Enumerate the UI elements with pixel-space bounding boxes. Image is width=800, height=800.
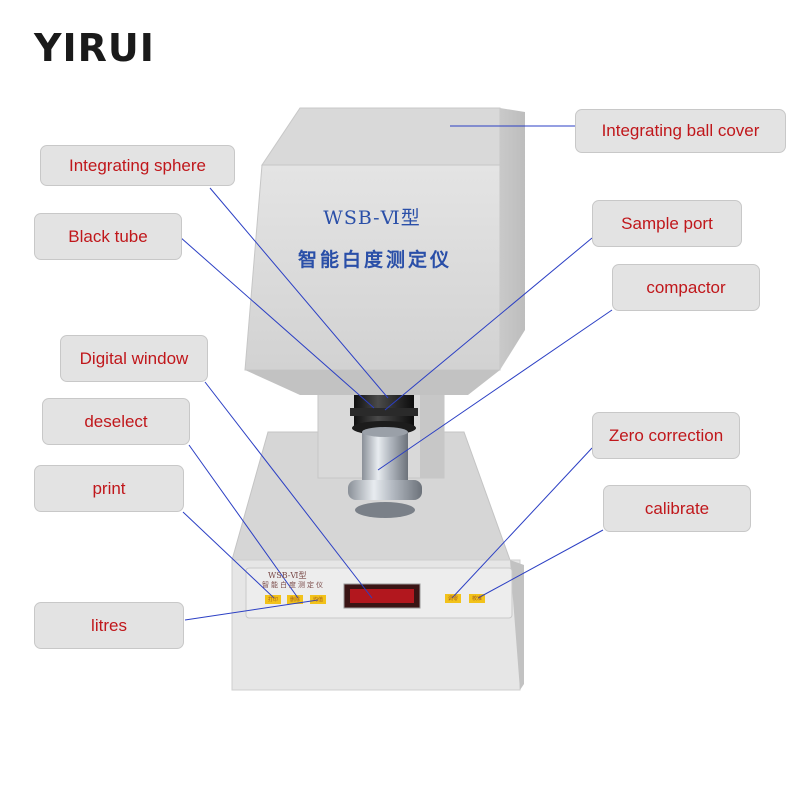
button-label-print: 打印 [267, 597, 278, 603]
brand-logo: YIRUI [34, 26, 155, 70]
callout-print: print [34, 465, 184, 512]
button-label-calibrate: 校准 [471, 596, 482, 602]
callout-calibrate: calibrate [603, 485, 751, 532]
integrating-ball-cover-shape [244, 107, 525, 395]
panel-name-text: 智能白度测定仪 [262, 581, 325, 589]
cover-name-text: 智能白度测定仪 [297, 249, 452, 271]
button-label-delete: 删除 [289, 597, 300, 603]
callout-integrating-ball-cover: Integrating ball cover [575, 109, 786, 153]
compactor-shape [348, 427, 422, 518]
button-label-average: 均值 [312, 597, 323, 603]
callout-black-tube: Black tube [34, 213, 182, 260]
callout-digital-window: Digital window [60, 335, 208, 382]
callout-sample-port: Sample port [592, 200, 742, 247]
callout-zero-correction: Zero correction [592, 412, 740, 459]
digital-window-shape [343, 583, 421, 609]
callout-integrating-sphere: Integrating sphere [40, 145, 235, 186]
callout-litres: litres [34, 602, 184, 649]
callout-deselect: deselect [42, 398, 190, 445]
cover-model-text: WSB-Ⅵ型 [323, 207, 421, 229]
panel-buttons [265, 594, 485, 604]
leader-lines [179, 125, 613, 621]
button-label-zero: 调零 [447, 596, 458, 602]
callout-compactor: compactor [612, 264, 760, 311]
panel-model-text: WSB-Ⅵ型 [268, 571, 307, 580]
